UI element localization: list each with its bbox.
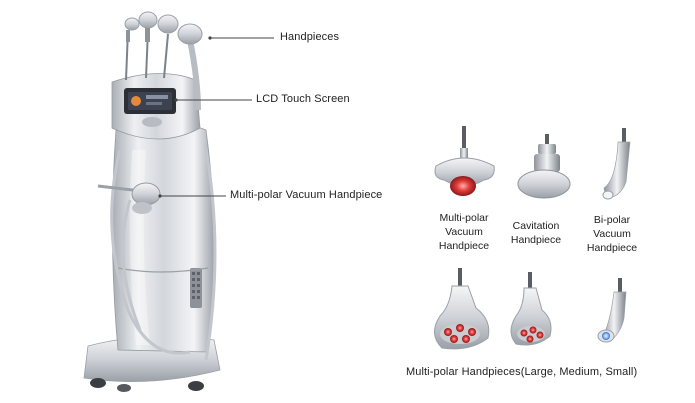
callout-multipolar-vacuum: Multi-polar Vacuum Handpiece xyxy=(230,189,383,201)
callout-lcd-touch-screen: LCD Touch Screen xyxy=(256,93,350,105)
product-multipolar-small xyxy=(597,278,627,343)
caption-line: Vacuum xyxy=(445,226,483,238)
caption-line: Handpiece xyxy=(586,242,638,254)
product-multipolar-vacuum xyxy=(434,126,495,196)
product-cavitation xyxy=(517,134,571,199)
caption-line: Multi-polar xyxy=(439,212,489,224)
product-multipolar-medium xyxy=(510,272,552,346)
product-bipolar-vacuum xyxy=(602,128,631,200)
caption-cavitation: Cavitation Handpiece xyxy=(490,219,582,247)
caption-multipolar-handpieces: Multi-polar Handpieces(Large, Medium, Sm… xyxy=(406,366,638,378)
caption-line: Vacuum xyxy=(593,228,631,240)
caption-line: Cavitation xyxy=(512,220,560,232)
caption-line: Handpiece xyxy=(438,240,490,252)
callout-leaders xyxy=(158,36,274,198)
docked-vacuum-handpiece xyxy=(97,182,161,214)
machine-head xyxy=(111,73,201,140)
callout-handpieces: Handpieces xyxy=(280,31,340,43)
top-handpieces xyxy=(124,11,203,111)
product-multipolar-large xyxy=(434,268,490,350)
machine-body xyxy=(112,120,215,353)
caption-line: Handpiece xyxy=(510,234,562,246)
caption-multipolar-vacuum: Multi-polar Vacuum Handpiece xyxy=(418,211,510,253)
caption-line: Bi-polar xyxy=(593,214,631,226)
caption-bipolar-vacuum: Bi-polar Vacuum Handpiece xyxy=(566,213,658,255)
machine-cables xyxy=(110,149,217,361)
